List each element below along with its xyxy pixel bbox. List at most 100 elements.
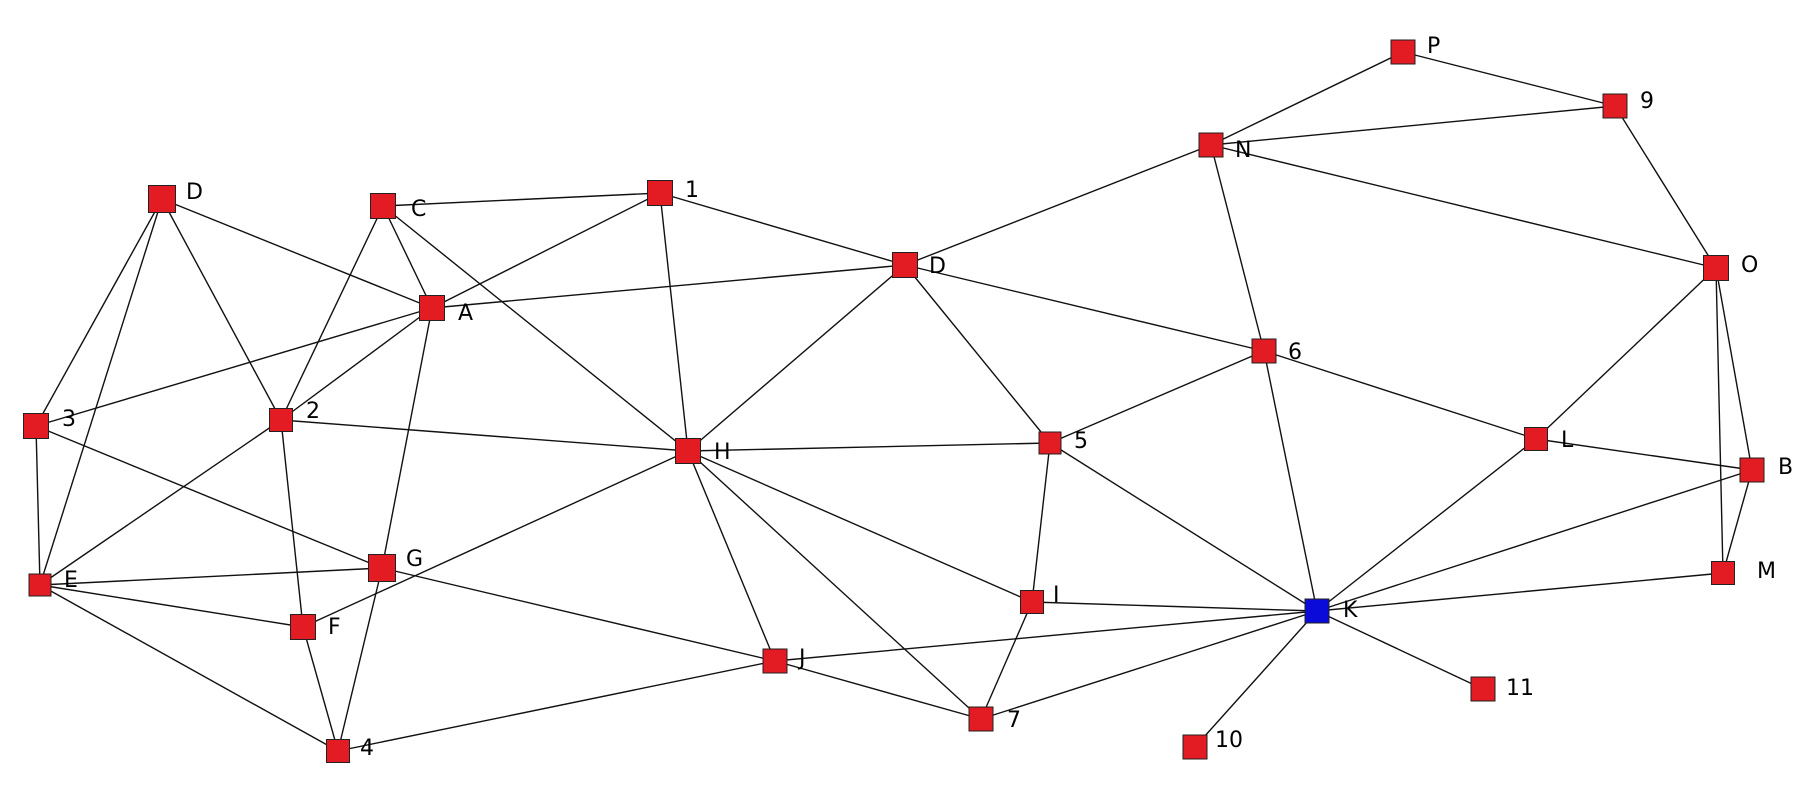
- node-label-5: 5: [1074, 429, 1088, 454]
- node-label-2: 2: [306, 399, 320, 424]
- edge-E-F: [39, 584, 304, 628]
- edge-2-H: [280, 419, 689, 452]
- edge-E-4: [39, 584, 339, 752]
- edge-H-7: [687, 450, 982, 720]
- edge-C-A: [382, 205, 433, 309]
- node-box-D-mid: [892, 252, 918, 278]
- node-box-D-left: [148, 185, 176, 213]
- node-F: F: [290, 614, 341, 640]
- edge-3-G: [35, 425, 383, 569]
- node-box-M: [1711, 561, 1735, 585]
- edge-K-J: [774, 610, 1318, 662]
- edge-N-O: [1210, 144, 1717, 269]
- edge-L-B: [1535, 438, 1753, 471]
- node-A: A: [419, 295, 473, 326]
- node-B: B: [1739, 455, 1793, 483]
- node-label-9: 9: [1640, 89, 1654, 114]
- edge-6-L: [1263, 350, 1537, 440]
- edge-5-I: [1031, 442, 1051, 603]
- edge-J-4: [337, 660, 776, 752]
- edge-6-K: [1263, 350, 1318, 612]
- edge-H-J: [687, 450, 776, 662]
- node-label-D-left: D: [186, 180, 203, 205]
- edge-N-P: [1210, 51, 1404, 146]
- edge-H-F: [302, 450, 689, 628]
- node-label-E: E: [64, 568, 78, 593]
- edges-layer: [35, 51, 1753, 752]
- edge-1-A: [431, 192, 661, 309]
- node-11: 11: [1470, 676, 1534, 702]
- edge-H-I: [687, 450, 1033, 603]
- node-10: 10: [1182, 728, 1243, 760]
- node-label-D-mid: D: [929, 254, 946, 279]
- node-label-10: 10: [1215, 728, 1243, 753]
- node-box-J: [762, 648, 788, 674]
- node-box-10: [1182, 734, 1208, 760]
- node-box-N: [1198, 132, 1224, 158]
- node-box-A: [419, 295, 445, 321]
- node-box-7: [968, 706, 994, 732]
- edge-D-mid-A: [431, 264, 906, 309]
- edge-O-M: [1715, 267, 1724, 574]
- edge-9-O: [1614, 105, 1717, 269]
- node-label-A: A: [458, 301, 473, 326]
- node-C: C: [370, 193, 426, 222]
- node-box-6: [1251, 338, 1277, 364]
- edge-K-11: [1316, 610, 1484, 690]
- edge-A-2: [280, 307, 433, 421]
- node-D-mid: D: [892, 252, 946, 279]
- edge-6-N: [1210, 144, 1265, 352]
- edge-2-E: [39, 419, 282, 586]
- edge-5-K: [1049, 442, 1318, 612]
- edge-D-left-E: [39, 198, 163, 586]
- edge-D-mid-6: [904, 264, 1265, 352]
- edge-N-9: [1210, 105, 1616, 146]
- node-box-11: [1470, 676, 1496, 702]
- edge-3-E: [35, 425, 41, 586]
- node-box-3: [23, 413, 49, 439]
- edge-I-K: [1031, 601, 1318, 612]
- node-K: K: [1304, 598, 1358, 624]
- node-5: 5: [1038, 429, 1088, 455]
- edge-L-K: [1316, 438, 1537, 612]
- node-box-L: [1524, 427, 1548, 451]
- node-box-I: [1020, 590, 1044, 614]
- node-label-4: 4: [360, 736, 374, 761]
- edge-A-3: [35, 307, 433, 427]
- node-D-left: D: [148, 180, 203, 213]
- node-O: O: [1703, 253, 1758, 281]
- node-label-6: 6: [1288, 340, 1302, 365]
- edge-F-4: [302, 626, 339, 752]
- edge-D-left-3: [35, 198, 163, 427]
- node-label-1: 1: [685, 178, 699, 203]
- node-label-P: P: [1427, 34, 1440, 59]
- node-4: 4: [326, 736, 374, 763]
- node-label-M: M: [1757, 559, 1776, 584]
- node-label-J: J: [797, 646, 806, 671]
- node-label-O: O: [1741, 253, 1758, 278]
- edge-2-F: [280, 419, 304, 628]
- edge-H-5: [687, 442, 1051, 452]
- node-box-G: [368, 554, 396, 582]
- node-label-7: 7: [1007, 708, 1021, 733]
- node-box-B: [1739, 457, 1765, 483]
- node-box-4: [326, 739, 350, 763]
- node-G: G: [368, 547, 423, 582]
- edge-5-6: [1049, 350, 1265, 444]
- node-box-C: [370, 193, 396, 219]
- node-box-5: [1038, 431, 1062, 455]
- node-P: P: [1390, 34, 1440, 65]
- node-label-K: K: [1343, 598, 1358, 623]
- node-label-C: C: [411, 197, 426, 222]
- edge-D-mid-5: [904, 264, 1051, 444]
- node-I: I: [1020, 583, 1060, 614]
- edge-D-mid-N: [904, 144, 1212, 266]
- edge-B-K: [1316, 469, 1753, 612]
- edge-K-7: [980, 610, 1318, 720]
- node-box-E: [28, 573, 52, 597]
- node-label-B: B: [1778, 455, 1793, 480]
- node-box-9: [1602, 93, 1628, 119]
- node-box-1: [647, 180, 673, 206]
- node-2: 2: [269, 399, 320, 432]
